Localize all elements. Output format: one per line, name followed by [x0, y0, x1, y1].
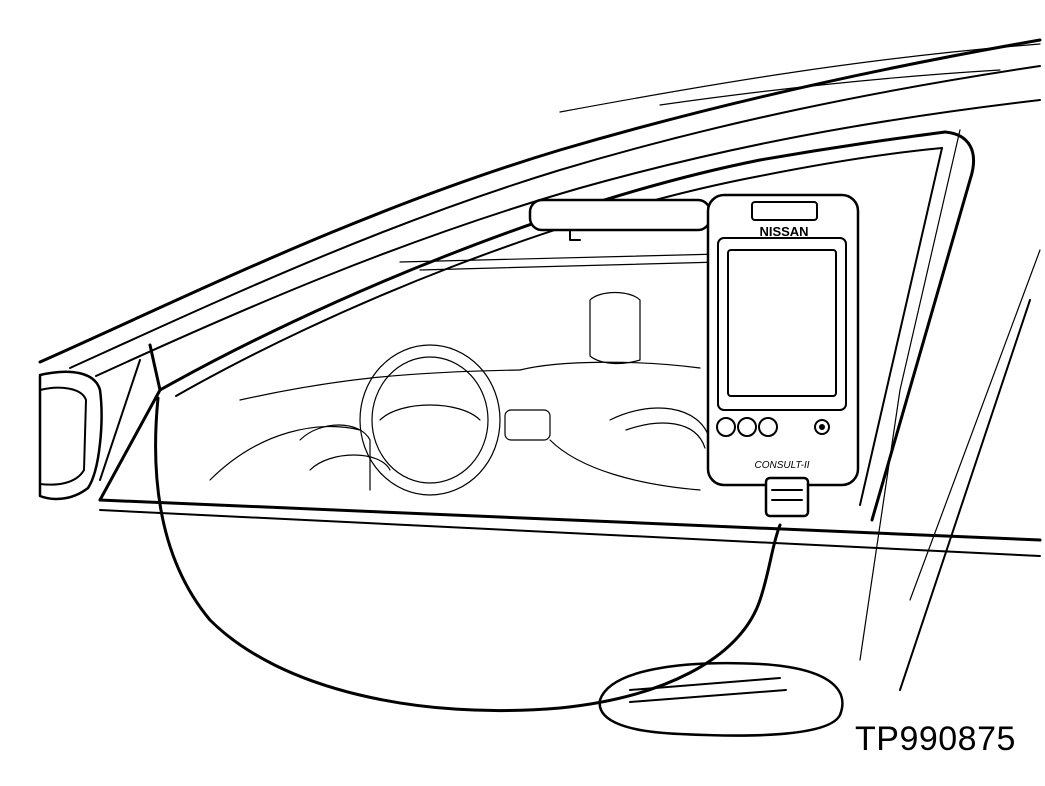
roof-line	[38, 38, 1042, 377]
device-model-label: CONSULT-II	[754, 460, 809, 471]
device-screen-bezel	[717, 237, 847, 411]
side-mirror	[38, 370, 103, 501]
device-buttons	[716, 417, 830, 437]
consult-ii-device: NISSAN CONSULT-II	[706, 193, 860, 518]
window-frame	[98, 130, 1042, 557]
rearview-mirror	[528, 198, 712, 241]
door-handle	[598, 661, 844, 737]
diagnostic-cable	[154, 396, 782, 713]
figure-reference-code: TP990875	[855, 720, 1016, 758]
device-brand-label: NISSAN	[759, 224, 808, 239]
door-panel	[859, 129, 1041, 691]
device-bottom-connector	[764, 476, 810, 518]
device-top-connector	[751, 201, 818, 221]
dashboard-interior	[209, 253, 721, 496]
device-screen	[727, 249, 837, 397]
